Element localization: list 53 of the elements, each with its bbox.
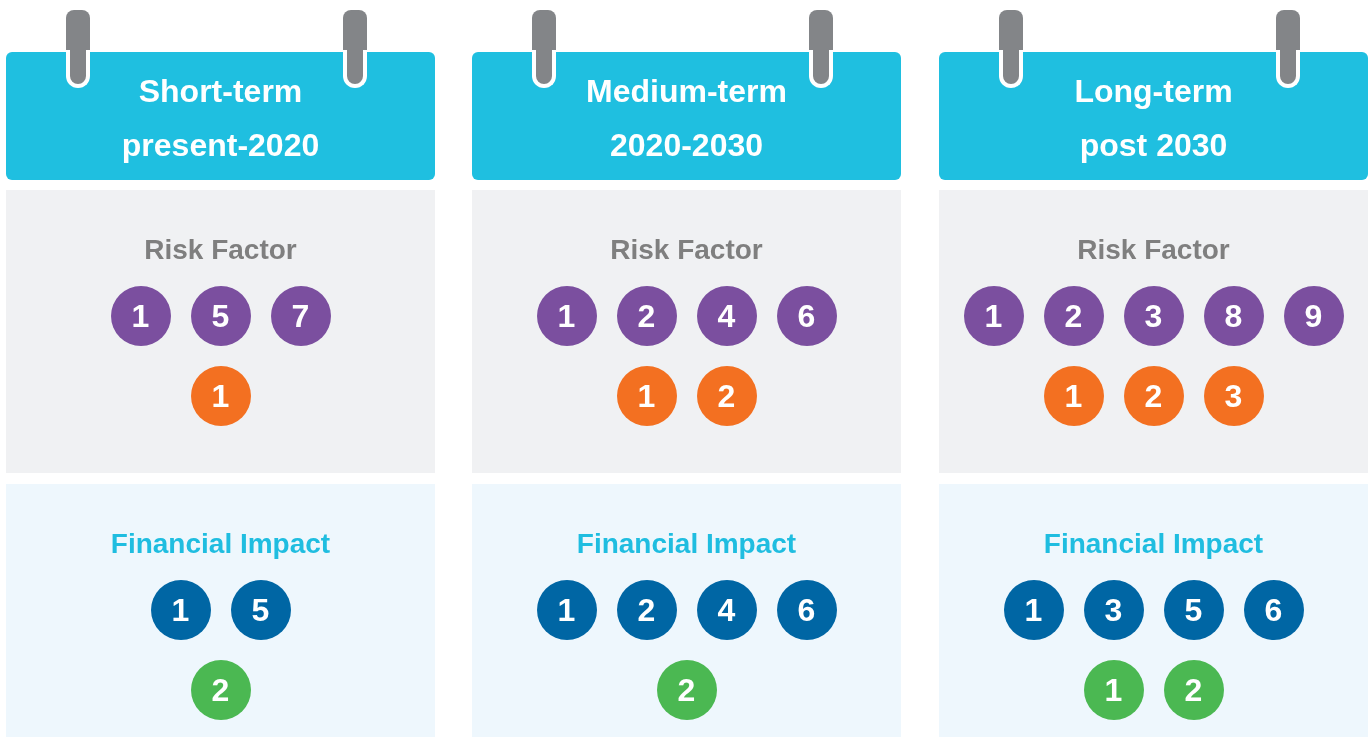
period-header: [6, 52, 435, 180]
number-badge: 1: [536, 580, 597, 640]
category-panel: [6, 190, 435, 473]
period-header: [939, 52, 1368, 180]
category-panel: [939, 484, 1368, 737]
category-panel: [472, 190, 901, 473]
number-badge: 9: [1283, 286, 1344, 346]
category-panel: [6, 484, 435, 737]
header-text: post 2030: [1079, 126, 1228, 165]
period-header: [472, 52, 901, 180]
number-badge: 1: [963, 286, 1024, 346]
number-badge: 1: [536, 286, 597, 346]
number-badge: 1: [1003, 580, 1064, 640]
number-badge: 2: [696, 366, 757, 426]
number-badge: 1: [616, 366, 677, 426]
panel-title: Financial Impact: [109, 528, 332, 560]
number-badge: 7: [270, 286, 331, 346]
panel-title: Risk Factor: [143, 234, 298, 266]
number-badge: 1: [150, 580, 211, 640]
number-badge: 3: [1123, 286, 1184, 346]
number-badge: 3: [1203, 366, 1264, 426]
number-badge: 2: [1123, 366, 1184, 426]
number-badge: 3: [1083, 580, 1144, 640]
header-text: Medium-term: [586, 72, 787, 111]
header-text: 2020-2030: [610, 126, 763, 165]
number-badge: 2: [1043, 286, 1104, 346]
number-badge: 4: [696, 580, 757, 640]
panel-title: Financial Impact: [575, 528, 798, 560]
number-badge: 1: [1043, 366, 1104, 426]
number-badge: 1: [110, 286, 171, 346]
category-panel: [939, 190, 1368, 473]
panel-title: Risk Factor: [609, 234, 764, 266]
number-badge: 6: [1243, 580, 1304, 640]
category-panel: [472, 484, 901, 737]
number-badge: 2: [190, 660, 251, 720]
header-text: present-2020: [121, 126, 320, 165]
header-text: Long-term: [1074, 72, 1233, 111]
number-badge: 1: [1083, 660, 1144, 720]
number-badge: 2: [616, 286, 677, 346]
number-badge: 4: [696, 286, 757, 346]
number-badge: 6: [776, 286, 837, 346]
number-badge: 6: [776, 580, 837, 640]
header-text: Short-term: [138, 72, 303, 111]
number-badge: 5: [230, 580, 291, 640]
panel-title: Financial Impact: [1042, 528, 1265, 560]
number-badge: 1: [190, 366, 251, 426]
number-badge: 2: [656, 660, 717, 720]
number-badge: 5: [1163, 580, 1224, 640]
panel-title: Risk Factor: [1076, 234, 1231, 266]
number-badge: 8: [1203, 286, 1264, 346]
number-badge: 2: [616, 580, 677, 640]
number-badge: 2: [1163, 660, 1224, 720]
number-badge: 5: [190, 286, 251, 346]
